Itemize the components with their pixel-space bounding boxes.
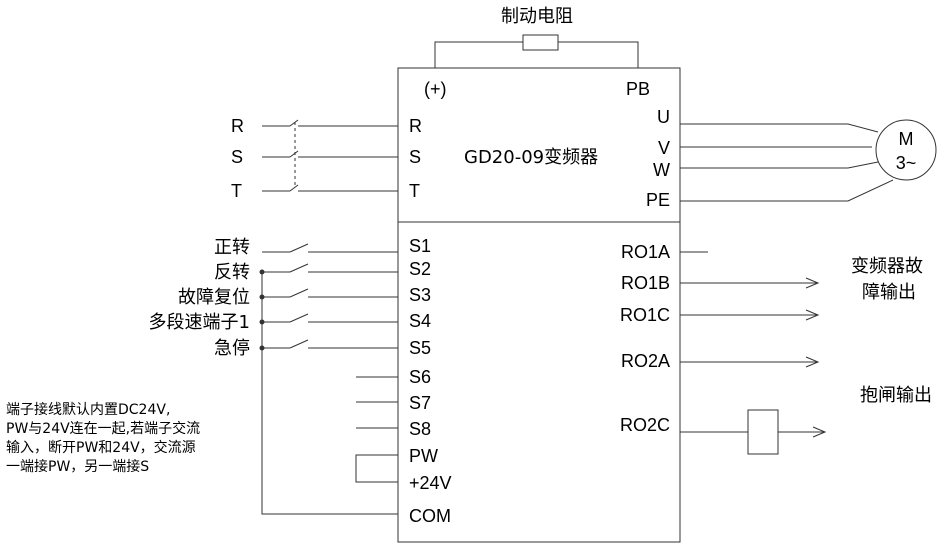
terminal-ro1c: RO1C bbox=[619, 305, 670, 325]
brake-wire-left bbox=[434, 41, 523, 68]
terminal-t: T bbox=[409, 181, 420, 201]
terminal-ro2c: RO2C bbox=[619, 415, 670, 435]
terminal-ro1a: RO1A bbox=[620, 242, 670, 262]
fault-output-label-line2: 障输出 bbox=[862, 282, 916, 303]
supply-label-r: R bbox=[231, 116, 244, 136]
terminal-r: R bbox=[409, 116, 422, 136]
function-reverse: 反转 bbox=[214, 262, 250, 283]
terminal-s8: S8 bbox=[409, 419, 432, 439]
power-input-lines bbox=[262, 119, 398, 192]
ro1b-line bbox=[680, 277, 820, 289]
note-line: 一端接PW，另一端接S bbox=[6, 459, 150, 475]
wiring-note: 端子接线默认内置DC24V, PW与24V连在一起,若端子交流 输入，断开PW和… bbox=[6, 401, 200, 477]
brake-output-label: 抱闸输出 bbox=[860, 385, 932, 406]
terminal-v: V bbox=[657, 138, 670, 158]
function-emergency-stop: 急停 bbox=[214, 338, 250, 359]
terminal-w: W bbox=[653, 160, 670, 180]
terminal-u: U bbox=[657, 107, 670, 127]
brake-wire-right bbox=[558, 41, 639, 68]
supply-label-t: T bbox=[231, 181, 242, 201]
com-bus bbox=[261, 272, 398, 515]
motor-output-lines bbox=[680, 123, 894, 202]
brake-resistor bbox=[522, 34, 559, 51]
motor-label-phase: 3~ bbox=[895, 153, 917, 173]
motor-circle bbox=[875, 119, 937, 181]
brake-resistor-label: 制动电阻 bbox=[501, 6, 573, 27]
ro2a-line bbox=[680, 356, 820, 368]
input-switches bbox=[262, 243, 398, 349]
terminal-ro2a: RO2A bbox=[620, 351, 670, 371]
supply-label-s: S bbox=[231, 147, 244, 167]
function-fault-reset: 故障复位 bbox=[178, 287, 250, 308]
fault-output-label-line1: 变频器故 bbox=[851, 256, 923, 277]
pb-label: PB bbox=[626, 79, 651, 99]
terminal-s5: S5 bbox=[409, 338, 432, 358]
terminal-s4: S4 bbox=[409, 311, 432, 331]
dc-plus-label: (+) bbox=[424, 79, 447, 99]
ro2c-line bbox=[680, 409, 827, 455]
motor-label-m: M bbox=[898, 129, 914, 149]
terminal-ro1b: RO1B bbox=[620, 273, 670, 293]
note-line: 端子接线默认内置DC24V, bbox=[6, 402, 171, 418]
inverter-box bbox=[397, 67, 681, 543]
function-multispeed-1: 多段速端子1 bbox=[148, 312, 250, 333]
terminal-s: S bbox=[409, 147, 422, 167]
terminal-pe: PE bbox=[645, 190, 670, 210]
terminal-s7: S7 bbox=[409, 393, 432, 413]
note-line: 输入，断开PW和24V，交流源 bbox=[6, 440, 196, 456]
terminal-24v: +24V bbox=[409, 473, 452, 493]
note-line: PW与24V连在一起,若端子交流 bbox=[6, 421, 201, 437]
terminal-com: COM bbox=[409, 506, 451, 526]
ro1c-line bbox=[680, 309, 820, 321]
function-forward: 正转 bbox=[214, 237, 250, 258]
terminal-s6: S6 bbox=[409, 367, 432, 387]
brake-relay-coil bbox=[747, 409, 779, 455]
terminal-pw: PW bbox=[409, 446, 438, 466]
inverter-model-label: GD20-09变频器 bbox=[464, 147, 599, 168]
terminal-s2: S2 bbox=[409, 259, 432, 279]
pw-24v-jumper bbox=[355, 454, 398, 483]
terminal-s3: S3 bbox=[409, 285, 432, 305]
terminal-s1: S1 bbox=[409, 236, 432, 256]
